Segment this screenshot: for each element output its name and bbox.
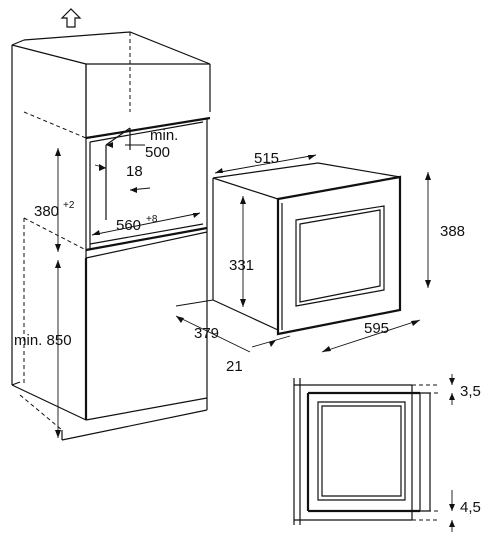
label-388: 388 (440, 223, 465, 240)
label-560: 560 (116, 217, 141, 234)
microwave-oven (212, 162, 402, 336)
tall-cabinet (11, 31, 211, 441)
label-18: 18 (126, 163, 143, 180)
label-min-500-bottom: 500 (145, 144, 170, 161)
microwave-dimensions (175, 154, 431, 353)
label-515: 515 (254, 150, 279, 167)
label-379: 379 (194, 325, 219, 342)
label-min-850: min. 850 (14, 332, 72, 349)
label-21: 21 (226, 358, 243, 375)
label-331: 331 (229, 257, 254, 274)
label-4-5: 4,5 (460, 499, 481, 516)
label-380: 380 (34, 203, 59, 220)
label-min-500-top: min. (150, 127, 178, 144)
cabinet-dimensions (55, 142, 201, 438)
upward-arrow-icon (60, 8, 82, 28)
label-560-tolerance: +8 (146, 214, 158, 225)
front-detail-dimensions (449, 374, 455, 532)
label-3-5: 3,5 (460, 383, 481, 400)
front-view-detail (293, 378, 440, 525)
label-595: 595 (364, 320, 389, 337)
label-380-tolerance: +2 (63, 200, 75, 211)
